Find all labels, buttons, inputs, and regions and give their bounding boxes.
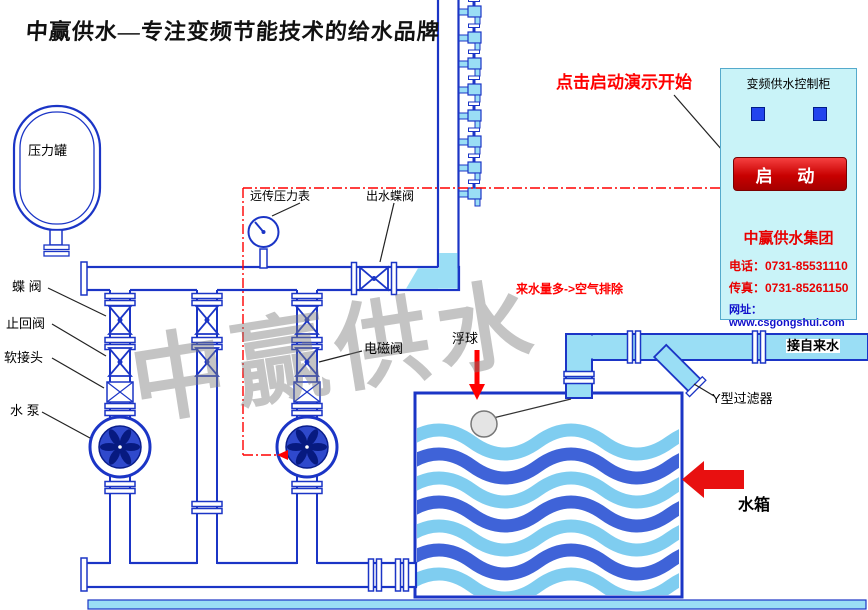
label-butterfly-valve: 蝶 阀 (12, 279, 42, 294)
y-filter-icon (652, 343, 707, 398)
fax-number: 传真：0731-85261150 (729, 281, 849, 295)
pointer-lines (41, 94, 737, 439)
label-check-valve: 止回阀 (6, 316, 46, 331)
float-down-arrow (469, 350, 485, 400)
phone-number: 电话：0731-85531110 (729, 259, 848, 273)
flex-joint-icon (106, 381, 134, 403)
pump-icon[interactable] (88, 415, 152, 479)
indicator-light-2[interactable] (813, 107, 827, 121)
label-air-exhaust: 来水量多->空气排除 (516, 282, 624, 296)
label-solenoid-valve: 电磁阀 (364, 341, 404, 356)
pressure-tank-icon (12, 104, 102, 257)
faucet-icon[interactable] (458, 127, 482, 155)
pump-branch-2 (191, 288, 223, 565)
float-ball-icon (470, 398, 572, 438)
website-url[interactable]: 网址：www.csgongshui.com (729, 304, 845, 329)
faucet-icon[interactable] (458, 101, 482, 129)
faucet-icon[interactable] (458, 75, 482, 103)
label-pump: 水 泵 (10, 403, 40, 418)
company-name: 中赢供水集团 (743, 230, 834, 247)
pump-branch-3 (275, 288, 339, 565)
inlet-pipe (563, 330, 868, 399)
label-float-ball: 浮球 (452, 331, 479, 346)
faucet-icon[interactable] (458, 153, 482, 181)
ground-pipe-strip (87, 599, 867, 610)
label-flex-joint: 软接头 (4, 350, 44, 365)
control-signal-lines (242, 187, 720, 456)
faucet-icon[interactable] (458, 23, 482, 51)
faucet-icon[interactable] (458, 0, 482, 25)
click-start-hint: 点击启动演示开始 (556, 73, 692, 92)
faucet-riser-pipe (406, 0, 460, 290)
faucet-icon[interactable] (458, 179, 482, 207)
water-in-pipe (406, 268, 458, 289)
main-outlet-pipe (80, 261, 461, 296)
faucet-icon[interactable] (458, 49, 482, 77)
page-title: 中赢供水—专注变频节能技术的给水品牌 (25, 19, 441, 44)
control-cabinet-title: 变频供水控制柜 (746, 77, 831, 91)
pressure-gauge-icon (247, 216, 280, 269)
label-pressure-tank: 压力罐 (28, 143, 68, 158)
control-cabinet: 变频供水控制柜 启 动 中赢供水集团 电话：0731-85531110 传真：0… (720, 68, 857, 329)
start-button[interactable]: 启 动 (733, 157, 847, 191)
water-tank (413, 391, 684, 599)
pump-icon[interactable] (275, 415, 339, 479)
faucet-column (458, 0, 482, 207)
pump-branch-1 (88, 288, 152, 565)
signal-arrowhead (277, 450, 288, 460)
tank-pointer-arrow (682, 461, 744, 498)
label-remote-gauge: 远传压力表 (250, 189, 311, 203)
flex-joint-icon (293, 381, 321, 403)
label-y-filter: Y型过滤器 (712, 391, 773, 406)
label-water-tank: 水箱 (738, 497, 771, 514)
indicator-light-1[interactable] (751, 107, 765, 121)
label-outlet-valve: 出水蝶阀 (366, 189, 415, 203)
water-waves (417, 423, 679, 595)
bottom-suction-pipe (80, 557, 418, 592)
label-tap-water: 接自来水 (786, 338, 841, 354)
